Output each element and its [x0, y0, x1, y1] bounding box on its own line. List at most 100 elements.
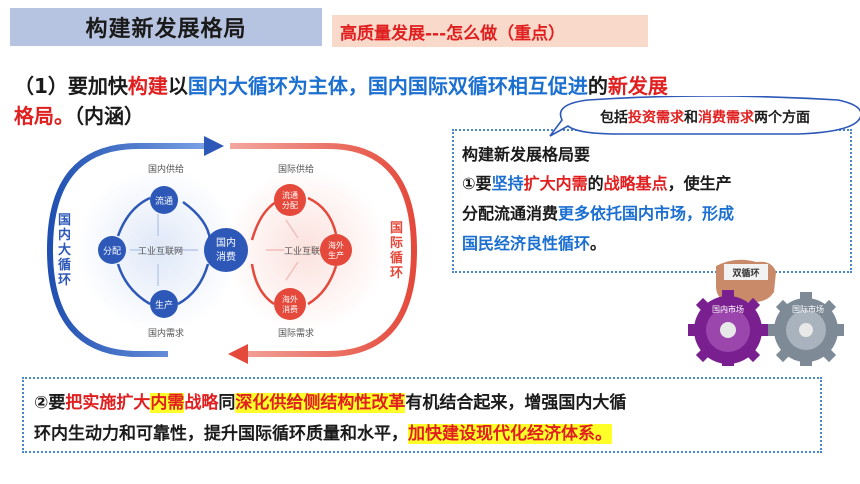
label-industrial-internet-right: 工业互联网: [284, 246, 329, 257]
node-distribution: [98, 236, 126, 264]
req-text: ①要: [462, 174, 492, 193]
point1-line2: 格局。（内涵）: [14, 100, 144, 129]
gear-right-label: 国际市场: [792, 304, 824, 314]
node-intl-bottom-label2: 消费: [282, 304, 298, 314]
req-keyword: 战略基点: [603, 174, 668, 193]
inner-arrow: [250, 263, 275, 306]
node-center-label2: 消费: [216, 250, 236, 263]
req2-highlight: 内需: [150, 393, 185, 413]
vertical-char: 环: [58, 273, 71, 288]
international-market-gear-icon: 国际市场: [768, 292, 844, 366]
bubble-part: 两个方面: [754, 110, 810, 126]
page-title: 构建新发展格局: [10, 8, 322, 46]
inner-arrow: [250, 200, 277, 241]
requirement1-line3: 国民经济良性循环。: [462, 230, 606, 254]
label-international-demand: 国际需求: [278, 327, 314, 339]
label-international-supply: 国际供给: [278, 163, 314, 175]
international-loop-arrow: [230, 143, 418, 357]
domestic-arrowhead: [204, 136, 224, 156]
req2-text: 有机结合起来，增强国内大循: [405, 393, 627, 413]
requirements-heading: 构建新发展格局要: [462, 145, 591, 164]
point1-connotation: （内涵）: [74, 104, 144, 128]
domestic-loop-arrow: [46, 143, 210, 357]
req-text: 分配流通消费: [462, 204, 559, 223]
point1-line1: （1）要加快构建以国内大循环为主体，国内国际双循环相互促进的新发展: [14, 70, 668, 99]
requirement2-box: ②要把实施扩大内需战略同深化供给侧结构性改革有机结合起来，增强国内大循 环内生动…: [22, 377, 822, 453]
inner-arrow: [116, 196, 151, 237]
req2-keyword: 战略: [184, 393, 219, 413]
point1-keyword-loop: 国内大循环为主体，国内国际双循环相互促进: [187, 74, 588, 98]
section-subtitle: 高质量发展---怎么做（重点）: [332, 15, 648, 47]
bubble-keyword: 消费需求: [698, 110, 754, 126]
req-keyword: 更多依托国内市场，形成: [558, 204, 735, 223]
requirement2-line2: 环内生动力和可靠性，提升国际循环质量和水平，加快建设现代化经济体系。: [34, 419, 612, 444]
node-intl-top-label1: 流通: [282, 190, 298, 200]
point1-keyword-goujian: 构建: [127, 74, 168, 98]
domestic-loop-label: 国 内 大 循 环: [58, 213, 71, 288]
vertical-char: 循: [390, 250, 403, 266]
point1-text: 的: [587, 74, 608, 98]
node-overseas-consumption: [274, 288, 306, 320]
node-center-label1: 国内: [216, 236, 236, 249]
node-circulation-label: 流通: [155, 195, 173, 207]
req-keyword: 坚持: [491, 174, 524, 193]
point1-keyword-pattern-end: 格局。: [14, 104, 74, 128]
req-keyword: 国民经济良性循环: [462, 234, 591, 253]
inner-arrow: [307, 196, 338, 235]
requirement1-line1: ①要坚持扩大内需的战略基点，使生产: [462, 170, 732, 194]
inner-arrow: [116, 263, 151, 306]
requirements-box: 构建新发展格局要 ①要坚持扩大内需的战略基点，使生产 分配流通消费更多依托国内市…: [452, 129, 852, 273]
node-intl-bottom-label1: 海外: [282, 294, 298, 304]
callout-bubble: 包括投资需求和消费需求两个方面: [548, 96, 860, 138]
gears-illustration: 双循环 国内市场 国际市场: [688, 259, 844, 366]
label-domestic-demand: 国内需求: [148, 327, 184, 339]
vertical-char: 国: [390, 221, 403, 236]
label-domestic-supply: 国内供给: [148, 163, 184, 175]
node-circulation: [150, 186, 178, 214]
gear-left-label: 国内市场: [712, 304, 744, 314]
bubble-keyword: 投资需求: [628, 110, 684, 126]
international-arrowhead: [228, 344, 248, 364]
domestic-market-gear-icon: 国内市场: [688, 290, 768, 366]
node-overseas-production: [320, 234, 352, 266]
req-text: 的: [587, 174, 604, 193]
dual-circulation-diagram: 国内供给 国际供给 国内需求 国际需求 工业互联网 工业互联网 流通 分配 生产…: [46, 136, 418, 364]
req2-highlight: 加快建设现代化经济体系。: [408, 424, 612, 444]
point1-keyword-pattern: 新发展: [607, 74, 668, 98]
node-intl-top-label2: 分配: [282, 201, 298, 210]
node-distribution-label: 分配: [103, 246, 121, 257]
inner-arrow: [307, 265, 338, 306]
req2-text: 同: [218, 393, 236, 413]
req-text: ，使生产: [667, 174, 732, 193]
domestic-circle: [76, 168, 240, 332]
req2-text: 环内生动力和可靠性，提升国际循环质量和水平，: [34, 424, 408, 444]
req2-text: ②要: [34, 393, 66, 413]
inner-arrow: [177, 263, 210, 306]
bubble-shape: [549, 96, 860, 137]
req2-highlight: 深化供给侧结构性改革: [235, 393, 406, 413]
node-domestic-consumption: [204, 228, 248, 272]
vertical-char: 大: [58, 242, 71, 258]
req-keyword: 扩大内需: [523, 174, 588, 193]
vertical-char: 内: [58, 227, 71, 243]
node-intl-right-label2: 生产: [328, 250, 344, 260]
point1-text: （1）要加快: [14, 74, 128, 98]
bubble-part: 和: [684, 110, 698, 126]
req-text: 。: [590, 234, 607, 253]
vertical-char: 环: [390, 266, 403, 281]
label-industrial-internet-left: 工业互联网: [138, 246, 183, 257]
requirement2-line1: ②要把实施扩大内需战略同深化供给侧结构性改革有机结合起来，增强国内大循: [34, 388, 626, 413]
vertical-char: 国: [58, 213, 71, 228]
bubble-text: 包括投资需求和消费需求两个方面: [600, 107, 810, 127]
point1-text: 以: [167, 74, 188, 98]
vertical-char: 循: [58, 257, 71, 273]
international-loop-label: 国 际 循 环: [390, 221, 403, 281]
requirement1-line2: 分配流通消费更多依托国内市场，形成: [462, 200, 734, 224]
bubble-part: 包括: [600, 110, 628, 126]
node-production: [150, 290, 178, 318]
hand-label-bg: [724, 264, 768, 280]
vertical-char: 际: [390, 236, 403, 251]
node-production-label: 生产: [155, 299, 173, 311]
node-intl-right-label1: 海外: [328, 240, 344, 250]
node-intl-circulation: [274, 184, 306, 216]
